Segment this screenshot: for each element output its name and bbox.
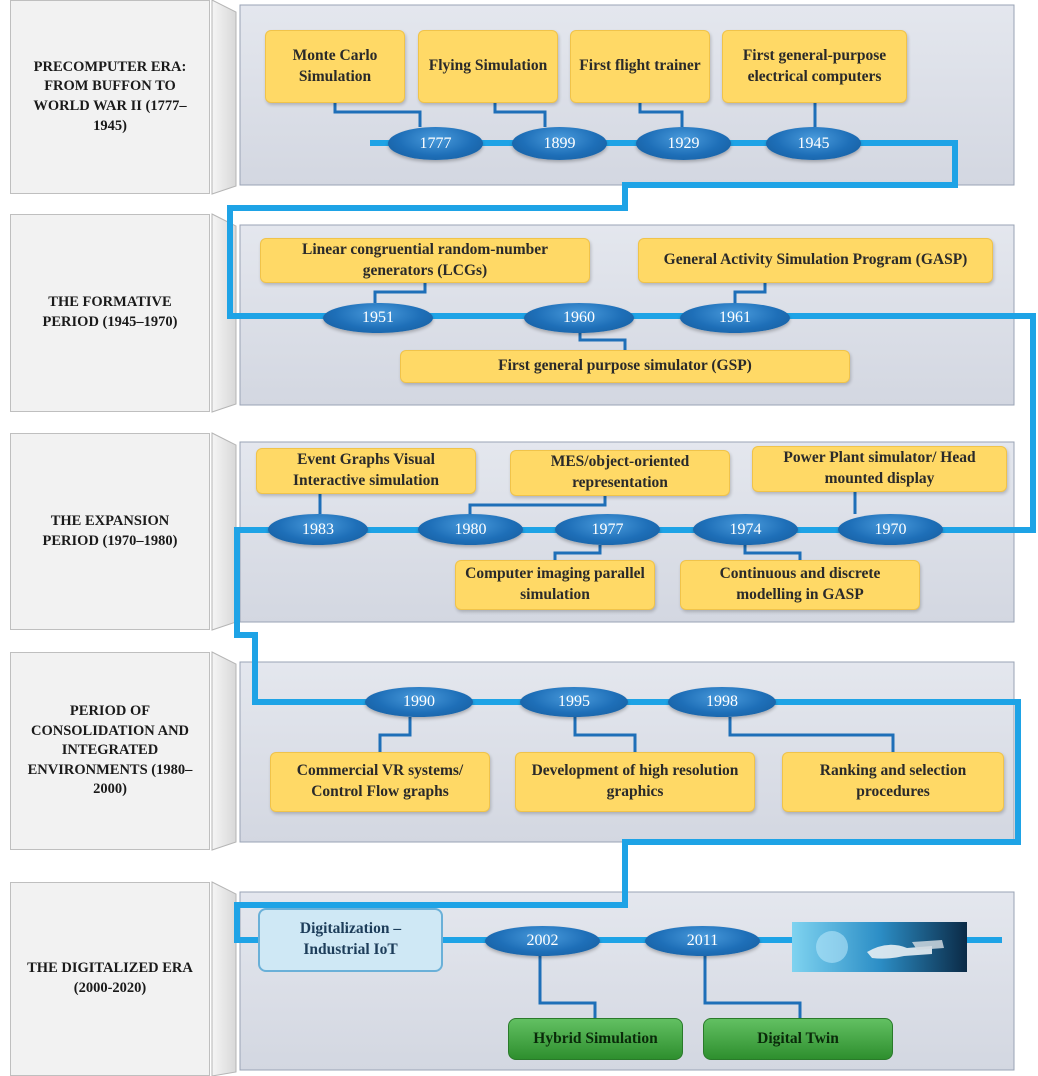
- event-event-graphs: Event Graphs Visual Interactive simulati…: [256, 448, 476, 494]
- event-gsp: First general purpose simulator (GSP): [400, 350, 850, 383]
- event-digital-twin: Digital Twin: [703, 1018, 893, 1060]
- stem: [538, 956, 597, 1018]
- era-tab-4: [211, 651, 237, 851]
- event-high-res-graphics: Development of high resolution graphics: [515, 752, 755, 812]
- year-1974: 1974: [693, 514, 798, 545]
- era-label-expansion: THE EXPANSION PERIOD (1970–1980): [10, 433, 210, 630]
- event-first-flight-trainer: First flight trainer: [570, 30, 710, 103]
- event-power-plant: Power Plant simulator/ Head mounted disp…: [752, 446, 1007, 492]
- era-label-precomputer: PRECOMPUTER ERA: FROM BUFFON TO WORLD WA…: [10, 0, 210, 194]
- stem: [333, 103, 422, 127]
- year-1995: 1995: [520, 687, 628, 717]
- stem: [573, 717, 637, 752]
- year-2011: 2011: [645, 926, 760, 956]
- event-digitalization-iot: Digitalization – Industrial IoT: [258, 908, 443, 972]
- era-label-digitalized: THE DIGITALIZED ERA (2000-2020): [10, 882, 210, 1076]
- era-tab-3: [211, 432, 237, 631]
- event-hybrid-simulation: Hybrid Simulation: [508, 1018, 683, 1060]
- year-1929: 1929: [636, 127, 731, 160]
- timeline-main-line: [227, 140, 1036, 943]
- year-1998: 1998: [668, 687, 776, 717]
- era-tab-1: [211, 0, 237, 195]
- event-mes: MES/object-oriented representation: [510, 450, 730, 496]
- stem: [378, 717, 412, 752]
- stem: [743, 545, 802, 560]
- year-1990: 1990: [365, 687, 473, 717]
- event-commercial-vr: Commercial VR systems/ Control Flow grap…: [270, 752, 490, 812]
- year-1980: 1980: [418, 514, 523, 545]
- stem: [578, 331, 627, 350]
- year-1945: 1945: [766, 127, 861, 160]
- year-1983: 1983: [268, 514, 368, 545]
- stem: [703, 956, 802, 1018]
- event-continuous-discrete: Continuous and discrete modelling in GAS…: [680, 560, 920, 610]
- stem: [493, 103, 547, 127]
- year-2002: 2002: [485, 926, 600, 956]
- event-monte-carlo: Monte Carlo Simulation: [265, 30, 405, 103]
- year-1961: 1961: [680, 303, 790, 333]
- event-first-computers: First general-purpose electrical compute…: [722, 30, 907, 103]
- year-1960: 1960: [524, 303, 634, 333]
- stem: [373, 283, 427, 303]
- event-lcg: Linear congruential random-number genera…: [260, 238, 590, 283]
- year-1777: 1777: [388, 127, 483, 160]
- handshake-globe-image: [792, 922, 967, 972]
- year-1970: 1970: [838, 514, 943, 545]
- event-flying-simulation: Flying Simulation: [418, 30, 558, 103]
- event-ranking-selection: Ranking and selection procedures: [782, 752, 1004, 812]
- era-label-consolidation: PERIOD OF CONSOLIDATION AND INTEGRATED E…: [10, 652, 210, 850]
- stem: [553, 545, 602, 560]
- stem: [468, 496, 607, 514]
- stem: [733, 283, 767, 303]
- stem: [638, 103, 684, 127]
- stem: [728, 717, 895, 752]
- year-1977: 1977: [555, 514, 660, 545]
- era-label-formative: THE FORMATIVE PERIOD (1945–1970): [10, 214, 210, 412]
- era-tab-5: [211, 881, 237, 1076]
- event-gasp: General Activity Simulation Program (GAS…: [638, 238, 993, 283]
- year-1899: 1899: [512, 127, 607, 160]
- year-1951: 1951: [323, 303, 433, 333]
- event-computer-imaging: Computer imaging parallel simulation: [455, 560, 655, 610]
